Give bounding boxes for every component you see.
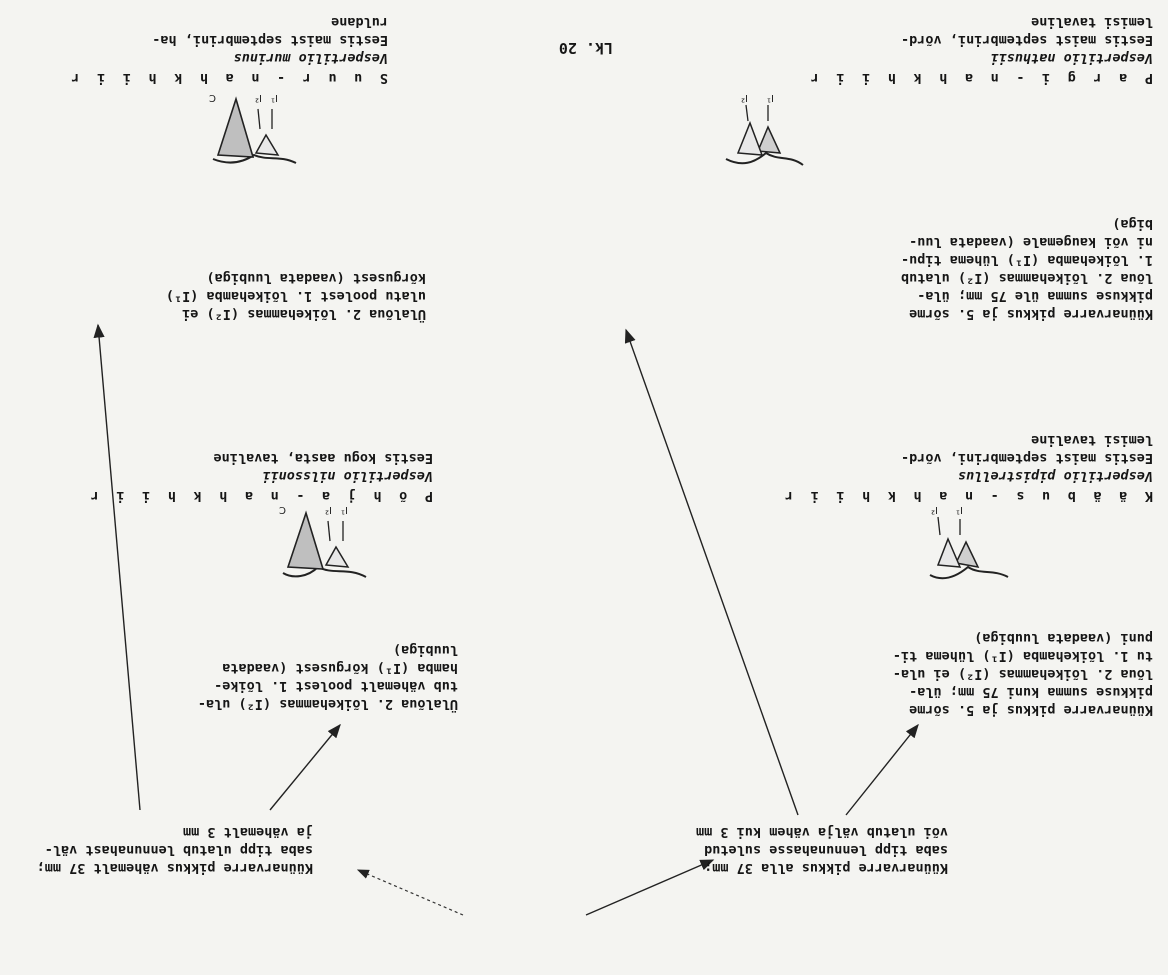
node-right-root-line-2: saba tipp ulatub lennunahast väl- bbox=[45, 841, 313, 859]
arrow-key-to-left-root bbox=[586, 860, 713, 915]
species-pargi-note-2: lemisi tavaline bbox=[1031, 13, 1153, 31]
arrow-key-to-right-root bbox=[358, 870, 463, 915]
node-lr-b-line-1: Küünarvarre pikkus ja 5. sõrme bbox=[909, 305, 1153, 323]
tooth-pohja-label-1: I¹ bbox=[341, 505, 348, 515]
species-kaabus-note-2: lemisi tavaline bbox=[1031, 431, 1153, 449]
tooth-drawing-pargi-icon: I¹ I² bbox=[708, 93, 818, 185]
node-lr-b-line-6: biga) bbox=[1112, 215, 1153, 233]
tooth-kaabus-label-2: I² bbox=[931, 505, 938, 515]
tooth-kaabus-label-1: I¹ bbox=[956, 505, 963, 515]
node-rr-b-line-2: ulatu poolest 1. lõikehamba (I¹) bbox=[166, 287, 426, 305]
tooth-drawing-pohja-icon: I¹ I² C bbox=[268, 505, 378, 597]
species-kaabus-note-1: Eestis maist septembrini, võrd- bbox=[901, 449, 1153, 467]
node-right-root-line-3: ja vähemalt 3 mm bbox=[183, 823, 313, 841]
arrow-right-root-to-rr-a bbox=[270, 725, 340, 810]
species-pohja-common: P õ h j a - n a h k h i i r bbox=[86, 487, 433, 505]
tooth-suur-label-2: I² bbox=[255, 93, 262, 103]
tooth-pargi-label-2: I² bbox=[741, 93, 748, 103]
species-kaabus-common: K ä ä b u s - n a h k h i i r bbox=[780, 487, 1153, 505]
node-left-root-line-3: või ulatub välja vähem kui 3 mm bbox=[696, 823, 948, 841]
node-lr-b-line-4: 1. lõikehamba (I¹) lühema tipu- bbox=[901, 251, 1153, 269]
node-rr-b-line-1: Ülalõua 2. lõikehammas (I²) ei bbox=[182, 305, 426, 323]
tooth-suur-label-3: C bbox=[209, 93, 216, 103]
node-lr-b-line-3: lõua 2. lõikehammas (I²) ulatub bbox=[901, 269, 1153, 287]
arrow-right-root-to-rr-b bbox=[98, 325, 140, 810]
node-rr-a-line-4: luubiga) bbox=[393, 641, 458, 659]
arrow-left-root-to-lr-b bbox=[626, 330, 798, 815]
node-left-root-line-1: Küünarvarre pikkus alla 37 mm; bbox=[704, 859, 948, 877]
node-rr-a-line-2: tub vähemalt poolest 1. lõike- bbox=[214, 677, 458, 695]
node-left-root-line-2: saba tipp lennunahasse suletud bbox=[704, 841, 948, 859]
node-rr-a-line-3: hamba (I¹) kõrgusest (vaadata bbox=[222, 659, 458, 677]
node-rr-a-line-1: Ülalõua 2. lõikehammas (I²) ula- bbox=[198, 695, 458, 713]
node-lr-b-line-2: pikkuse summa üle 75 mm; üla- bbox=[917, 287, 1153, 305]
node-lr-a-line-3: lõua 2. lõikehammas (I²) ei ula- bbox=[893, 665, 1153, 683]
species-suur-note-1: Eestis maist septembrini, ha- bbox=[152, 31, 388, 49]
node-lr-a-line-5: puni (vaadata luubiga) bbox=[974, 629, 1153, 647]
species-suur-note-2: ruldane bbox=[331, 13, 388, 31]
species-suur-latin: Vespertilio murinus bbox=[234, 49, 388, 67]
tooth-pohja-label-2: I² bbox=[325, 505, 332, 515]
species-pohja-latin: Vespertilio nilssonii bbox=[262, 467, 433, 485]
node-rr-b-line-3: kõrgusest (vaadata luubiga) bbox=[207, 269, 426, 287]
tooth-drawing-suur-icon: I¹ I² C bbox=[198, 93, 308, 185]
species-kaabus-latin: Vespertilio pipistrellus bbox=[958, 467, 1153, 485]
tooth-suur-label-1: I¹ bbox=[271, 93, 278, 103]
species-pargi-note-1: Eestis maist septembrini, võrd- bbox=[901, 31, 1153, 49]
species-pohja-note-1: Eestis kogu aasta, tavaline bbox=[214, 449, 433, 467]
node-lr-a-line-4: tu 1. lõikehamba (I¹) lühema ti- bbox=[893, 647, 1153, 665]
node-lr-b-line-5: ni või kaugemale (vaadata luu- bbox=[909, 233, 1153, 251]
key-label: Lk. 20 bbox=[559, 39, 613, 57]
arrow-left-root-to-lr-a bbox=[846, 725, 918, 815]
tooth-pargi-label-1: I¹ bbox=[767, 93, 774, 103]
species-suur-common: S u u r - n a h k h i i r bbox=[67, 69, 388, 87]
node-lr-a-line-1: Küünarvarre pikkus ja 5. sõrme bbox=[909, 701, 1153, 719]
node-lr-a-line-2: pikkuse summa kuni 75 mm; üla- bbox=[909, 683, 1153, 701]
species-pargi-common: P a r g i - n a h k h i i r bbox=[806, 69, 1153, 87]
tooth-pohja-label-3: C bbox=[279, 505, 286, 515]
species-pargi-latin: Vespertilio nathusii bbox=[990, 49, 1153, 67]
node-right-root-line-1: Küünarvarre pikkus vähemalt 37 mm; bbox=[37, 859, 313, 877]
tooth-drawing-kaabus-icon: I¹ I² bbox=[908, 505, 1018, 597]
